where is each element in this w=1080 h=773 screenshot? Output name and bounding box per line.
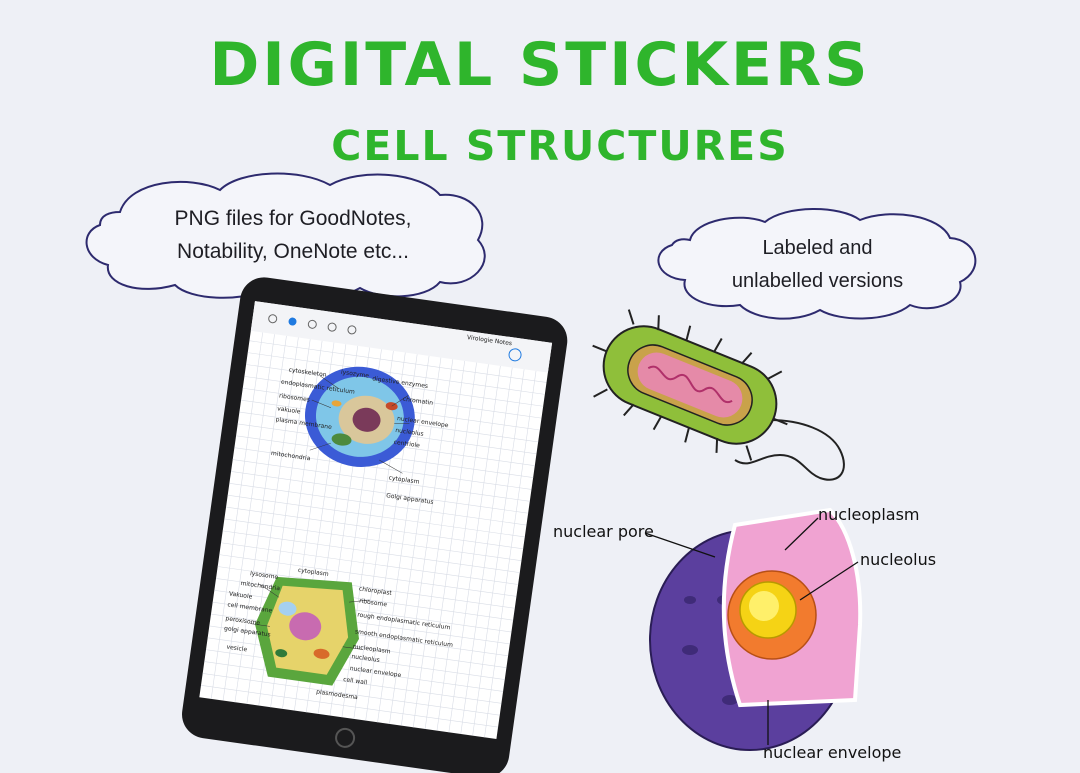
toolbar-pen-icon xyxy=(268,314,278,324)
label-nucleolus: nucleolus xyxy=(860,550,937,569)
plant-cell-label: cytoplasm xyxy=(297,567,329,578)
toolbar-eraser-icon xyxy=(307,319,317,329)
tablet-device: Virologie Notes xyxy=(182,277,568,773)
main-title: DIGITAL STICKERS xyxy=(209,30,871,100)
bacterium-pili xyxy=(592,309,788,461)
cloud-right-line1: Labeled and xyxy=(762,237,873,259)
animal-cell-diagram xyxy=(304,366,415,467)
plant-cell-label: vesicle xyxy=(226,644,248,654)
bacterium-flagellum xyxy=(734,419,845,481)
plant-cell-label: peroxisome xyxy=(225,615,261,627)
tablet-home-button xyxy=(335,727,356,748)
cloud-right-text: Labeled and unlabelled versions xyxy=(700,232,935,298)
plant-cell-label: nucleolus xyxy=(351,653,380,664)
toolbar-image-icon xyxy=(347,325,357,335)
animal-cell-label: nucleolus xyxy=(395,427,424,438)
cloud-left-line2: Notability, OneNote etc... xyxy=(177,240,409,263)
animal-cell-label: lysozyme xyxy=(340,369,369,380)
animal-cell-label: chromatin xyxy=(402,396,433,407)
plant-cell-diagram xyxy=(255,576,359,686)
app-toolbar xyxy=(250,301,553,373)
plant-cell-label: chloroplast xyxy=(358,585,392,597)
tablet-label-lines xyxy=(250,375,410,650)
nucleus-illustration xyxy=(644,507,863,751)
nucleus-pointer-lines xyxy=(644,517,859,745)
animal-cell-label: cytoplasm xyxy=(388,474,420,485)
toolbar-lasso-icon xyxy=(327,322,337,332)
plant-cell-label: ribosome xyxy=(359,598,388,609)
plant-cell-label: Vakuole xyxy=(229,590,253,600)
cloud-bubble-left xyxy=(85,172,486,301)
toolbar-highlighter-icon xyxy=(288,317,297,326)
label-nuclear-envelope: nuclear envelope xyxy=(763,743,902,762)
subtitle: CELL STRUCTURES xyxy=(331,122,789,170)
animal-cell-label: centriole xyxy=(393,439,420,450)
label-nucleoplasm: nucleoplasm xyxy=(818,505,920,524)
cloud-left-line1: PNG files for GoodNotes, xyxy=(174,207,412,230)
plant-cell-label: cell wall xyxy=(343,676,368,686)
cloud-bubble-right xyxy=(657,208,977,320)
animal-cell-label: vakuole xyxy=(277,405,301,415)
label-nuclear-pore: nuclear pore xyxy=(553,522,654,541)
animal-cell-label: ribosomes xyxy=(279,392,311,403)
cloud-left-text: PNG files for GoodNotes, Notability, One… xyxy=(128,202,458,268)
bacterium-illustration xyxy=(592,309,845,481)
toolbar-color-icon xyxy=(508,348,522,362)
plant-cell-label: lysosome xyxy=(250,570,279,581)
cloud-right-line2: unlabelled versions xyxy=(731,270,904,292)
